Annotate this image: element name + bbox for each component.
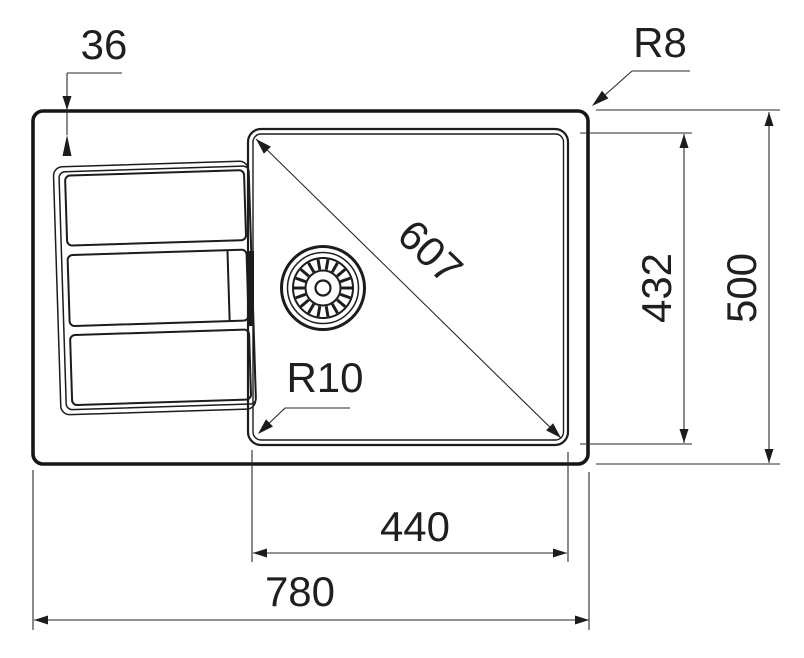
drain-strainer-icon: [280, 245, 366, 331]
dim-overall-depth: 500: [596, 109, 780, 465]
dim-label-outer-corner-radius: R8: [633, 19, 687, 66]
drainboard-groove-middle: [66, 248, 250, 327]
drainboard-groove-bottom: [69, 328, 252, 406]
dim-label-basin-corner-radius: R10: [286, 354, 363, 401]
dim-outer-corner-radius: R8: [592, 19, 690, 106]
dim-label-top-offset: 36: [81, 21, 128, 68]
sink-outline: [31, 109, 590, 466]
basin: [246, 127, 570, 447]
drainboard: [52, 160, 257, 416]
dim-label-basin-depth: 432: [633, 253, 680, 323]
dim-basin-depth: 432: [580, 132, 692, 445]
dim-label-basin-diagonal: 607: [389, 210, 472, 292]
dim-overall-width: 780: [32, 470, 590, 630]
dim-basin-width: 440: [251, 450, 569, 562]
dim-label-overall-width: 780: [265, 568, 335, 615]
drainboard-groove-divider: [226, 250, 231, 322]
dim-top-offset: 36: [62, 21, 128, 156]
dim-basin-corner-radius: R10: [258, 354, 364, 434]
drainboard-groove-top: [64, 169, 247, 247]
drainboard-basin-channel: [247, 251, 254, 326]
dim-label-overall-depth: 500: [718, 253, 765, 323]
strainer-spokes: [294, 259, 352, 317]
dim-label-basin-width: 440: [380, 503, 450, 550]
